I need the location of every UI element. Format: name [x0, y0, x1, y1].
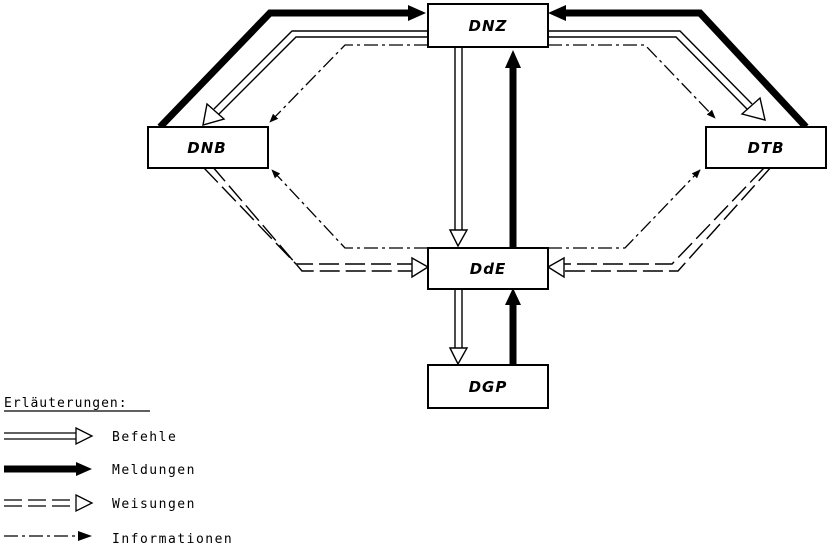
box-dde: DdE: [427, 247, 549, 290]
meldung-dnb-to-dnz-head: [408, 5, 426, 21]
befehl-dnz-to-dtb-line-1: [548, 30, 753, 105]
befehl-dnz-to-dnb-line-1: [213, 30, 428, 110]
box-dnb: DNB: [147, 126, 269, 169]
box-dgp: DGP: [427, 364, 549, 409]
legend-befehle-label: Befehle: [112, 430, 177, 445]
box-dde-label: DdE: [470, 260, 506, 278]
box-dnz: DNZ: [427, 3, 549, 48]
befehl-dnz-to-dnb-head: [202, 102, 226, 126]
weisung-dtb-to-dde-line-1: [564, 167, 765, 265]
legend-meldungen-label: Meldungen: [112, 463, 196, 478]
info-dde-to-dtb: [548, 169, 701, 249]
weisung-dnb-to-dde-line-2: [211, 165, 412, 272]
legend-meldungen-symbol: [4, 462, 92, 476]
legend-weisungen-label: Weisungen: [112, 497, 196, 512]
legend-befehle-symbol: [4, 426, 94, 446]
weisung-dnb-to-dde-line-1: [203, 167, 412, 265]
info-dnz-to-dtb: [548, 44, 716, 119]
befehl-dnz-to-dnb-line-2: [218, 36, 428, 115]
box-dnb-label: DNB: [187, 139, 226, 157]
box-dnz-label: DNZ: [469, 17, 508, 35]
befehl-dnz-to-dde-head: [448, 229, 469, 248]
weisungen-arrows: [203, 165, 773, 272]
info-dnz-to-dnb: [269, 44, 428, 123]
box-dgp-label: DGP: [469, 378, 508, 396]
meldung-dtb-to-dnz: [564, 9, 809, 130]
befehl-dnz-to-dtb-line-2: [548, 36, 748, 110]
weisungen-heads: [411, 256, 565, 279]
weisung-dnb-to-dde-head: [411, 256, 430, 279]
befehle-arrows: [202, 30, 766, 366]
meldung-dde-to-dnz-head: [505, 50, 521, 68]
box-dtb-label: DTB: [747, 139, 784, 157]
meldung-dgp-to-dde-head: [505, 288, 521, 305]
meldungen-arrows: [157, 5, 809, 365]
legend-weisungen-symbol: [4, 493, 94, 513]
weisung-dtb-to-dde-line-2: [564, 165, 773, 272]
meldung-dnb-to-dnz: [157, 9, 410, 130]
box-dtb: DTB: [705, 126, 827, 169]
info-dde-to-dnb: [271, 169, 428, 249]
meldung-dtb-to-dnz-head: [548, 5, 566, 21]
legend-informationen-symbol: [4, 531, 92, 541]
legend-informationen-label: Informationen: [112, 532, 233, 547]
befehl-dnz-to-dtb-head: [740, 96, 766, 121]
legend-title: Erläuterungen:: [4, 396, 128, 411]
legend: Erläuterungen: Befehle Meldungen Weisung…: [4, 396, 233, 547]
informationen-arrows: [269, 44, 716, 249]
befehl-dde-to-dgp-head: [448, 347, 469, 366]
weisung-dtb-to-dde-head: [546, 256, 565, 279]
